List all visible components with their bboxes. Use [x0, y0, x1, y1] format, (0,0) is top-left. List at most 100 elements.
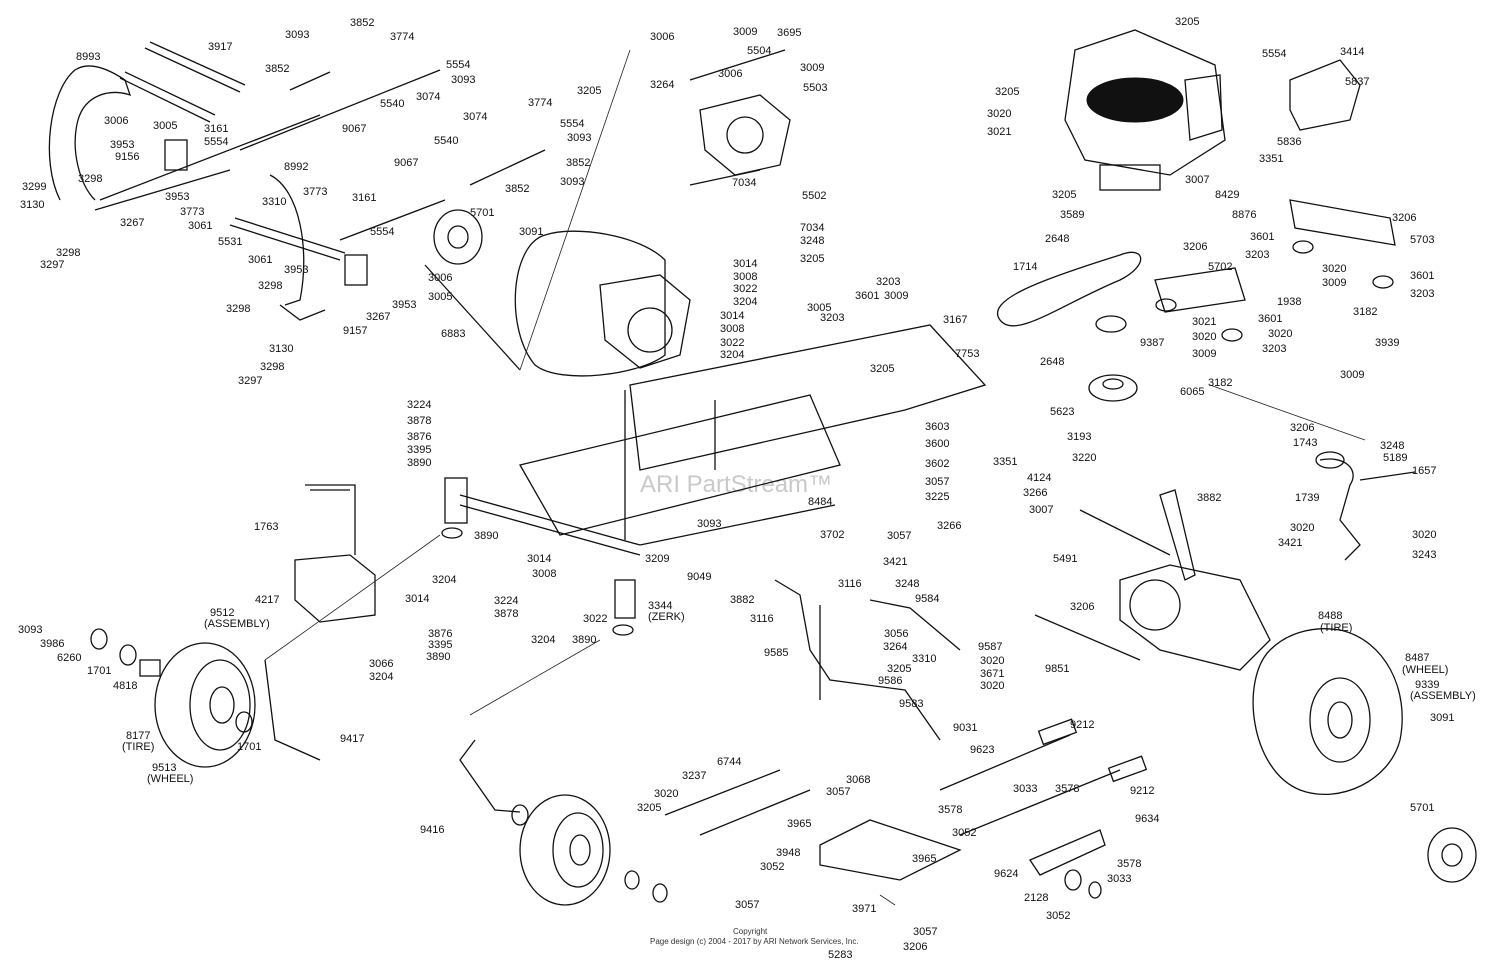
callout[interactable]: 3009: [1192, 348, 1216, 360]
callout[interactable]: 3052: [1046, 910, 1070, 922]
callout[interactable]: 3601: [1410, 270, 1434, 282]
callout[interactable]: 5554: [204, 136, 228, 148]
callout[interactable]: 3852: [265, 63, 289, 75]
callout[interactable]: 3093: [451, 74, 475, 86]
callout[interactable]: 3033: [1013, 783, 1037, 795]
callout[interactable]: 3204: [369, 671, 393, 683]
callout[interactable]: 3939: [1375, 337, 1399, 349]
callout[interactable]: 3601: [1258, 313, 1282, 325]
callout[interactable]: 3022: [583, 613, 607, 625]
callout[interactable]: 3203: [820, 312, 844, 324]
callout[interactable]: 3248: [800, 235, 824, 247]
callout[interactable]: 3061: [188, 220, 212, 232]
callout[interactable]: 3351: [993, 456, 1017, 468]
callout[interactable]: (TIRE): [1320, 622, 1352, 634]
callout[interactable]: 3578: [1117, 858, 1141, 870]
callout[interactable]: 3917: [208, 41, 232, 53]
callout[interactable]: 3205: [870, 363, 894, 375]
callout[interactable]: 3066: [369, 658, 393, 670]
callout[interactable]: 1714: [1013, 261, 1037, 273]
callout[interactable]: 1701: [87, 665, 111, 677]
callout[interactable]: 3243: [1412, 549, 1436, 561]
callout[interactable]: 3006: [718, 68, 742, 80]
callout[interactable]: 3020: [654, 788, 678, 800]
callout[interactable]: (TIRE): [122, 741, 154, 753]
callout[interactable]: 8488: [1318, 610, 1342, 622]
callout[interactable]: 3093: [285, 29, 309, 41]
callout[interactable]: 3206: [1290, 422, 1314, 434]
callout[interactable]: 3093: [567, 132, 591, 144]
callout[interactable]: (WHEEL): [1402, 664, 1448, 676]
callout[interactable]: 3578: [1055, 783, 1079, 795]
callout[interactable]: 3310: [912, 653, 936, 665]
callout[interactable]: 3056: [884, 628, 908, 640]
callout[interactable]: 3203: [1410, 288, 1434, 300]
callout[interactable]: 3052: [952, 827, 976, 839]
callout[interactable]: 3297: [40, 259, 64, 271]
callout[interactable]: 3852: [505, 183, 529, 195]
callout[interactable]: 8487: [1405, 652, 1429, 664]
callout[interactable]: 5540: [380, 98, 404, 110]
callout[interactable]: 9157: [343, 325, 367, 337]
callout[interactable]: 5504: [747, 45, 771, 57]
callout[interactable]: 3948: [776, 847, 800, 859]
callout[interactable]: 5836: [1277, 136, 1301, 148]
callout[interactable]: 3298: [258, 280, 282, 292]
callout[interactable]: 3057: [925, 476, 949, 488]
callout[interactable]: 5502: [802, 190, 826, 202]
callout[interactable]: 9067: [342, 123, 366, 135]
callout[interactable]: 3057: [887, 530, 911, 542]
callout[interactable]: 3033: [1107, 873, 1131, 885]
callout[interactable]: 3421: [1278, 537, 1302, 549]
callout[interactable]: 3248: [1380, 440, 1404, 452]
callout[interactable]: 3878: [494, 608, 518, 620]
callout[interactable]: 1743: [1293, 437, 1317, 449]
callout[interactable]: 8876: [1232, 209, 1256, 221]
callout[interactable]: 3589: [1060, 209, 1084, 221]
callout[interactable]: 3074: [416, 91, 440, 103]
callout[interactable]: 6260: [57, 652, 81, 664]
callout[interactable]: 3009: [1340, 369, 1364, 381]
callout[interactable]: 3008: [532, 568, 556, 580]
callout[interactable]: 3203: [876, 276, 900, 288]
callout[interactable]: 3986: [40, 638, 64, 650]
callout[interactable]: 3882: [1197, 492, 1221, 504]
callout[interactable]: 3014: [733, 258, 757, 270]
callout[interactable]: 3206: [1183, 241, 1207, 253]
callout[interactable]: (WHEEL): [147, 773, 193, 785]
callout[interactable]: 3601: [855, 290, 879, 302]
callout[interactable]: 4217: [255, 594, 279, 606]
callout[interactable]: 3264: [883, 641, 907, 653]
callout[interactable]: 3204: [531, 634, 555, 646]
callout[interactable]: 1938: [1277, 296, 1301, 308]
callout[interactable]: 9513: [152, 762, 176, 774]
callout[interactable]: 4124: [1027, 472, 1051, 484]
callout[interactable]: 3204: [720, 349, 744, 361]
callout[interactable]: 2648: [1045, 233, 1069, 245]
callout[interactable]: 9067: [394, 157, 418, 169]
callout[interactable]: 3876: [407, 431, 431, 443]
callout[interactable]: 3965: [787, 818, 811, 830]
callout[interactable]: 3074: [463, 111, 487, 123]
callout[interactable]: 3852: [566, 157, 590, 169]
callout[interactable]: 3206: [1070, 601, 1094, 613]
callout[interactable]: 3161: [352, 192, 376, 204]
callout[interactable]: 3057: [913, 926, 937, 938]
callout[interactable]: 3007: [1029, 504, 1053, 516]
callout[interactable]: 3890: [407, 457, 431, 469]
callout[interactable]: 3298: [260, 361, 284, 373]
callout[interactable]: 3005: [807, 302, 831, 314]
callout[interactable]: 3009: [1322, 277, 1346, 289]
callout[interactable]: 3878: [407, 415, 431, 427]
callout[interactable]: 3890: [426, 651, 450, 663]
callout[interactable]: 9851: [1045, 663, 1069, 675]
callout[interactable]: 3091: [519, 226, 543, 238]
callout[interactable]: 5491: [1053, 553, 1077, 565]
callout[interactable]: 3006: [428, 272, 452, 284]
callout[interactable]: 3009: [733, 26, 757, 38]
callout[interactable]: 2648: [1040, 356, 1064, 368]
callout[interactable]: 8992: [284, 161, 308, 173]
callout[interactable]: 5837: [1345, 76, 1369, 88]
callout[interactable]: 3890: [474, 530, 498, 542]
callout[interactable]: (ZERK): [648, 611, 685, 623]
